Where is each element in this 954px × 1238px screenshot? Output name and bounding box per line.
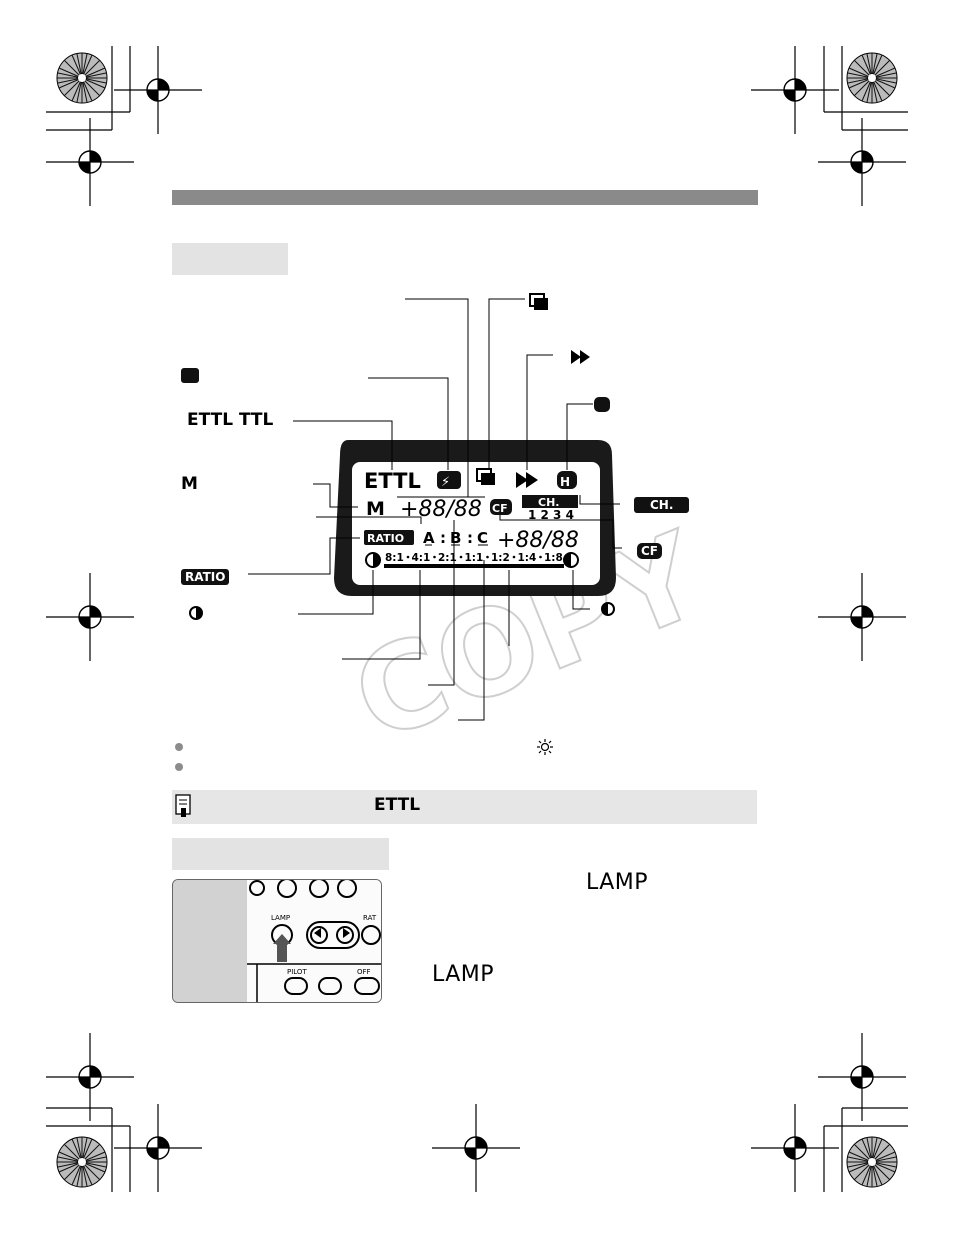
ratio-scale-label: 1:1 [465, 552, 484, 564]
note-icon [175, 794, 191, 817]
ratio-scale-label: 8:1 [385, 552, 404, 564]
light-icon [537, 739, 553, 755]
lamp-button-photo: LAMP PILOT RAT OFF [172, 879, 382, 1003]
lcd-ch-digits: 1 2 3 4 [528, 508, 574, 522]
header-bar [172, 190, 758, 205]
svg-text:⚡: ⚡ [441, 475, 450, 490]
lcd-a: A [423, 529, 435, 547]
photo-rat-label: RAT [363, 914, 377, 922]
lcd-digits-top: +88/88 [400, 497, 482, 522]
lcd-cf: CF [492, 502, 508, 515]
lcd-m: M [366, 498, 385, 520]
svg-text:H: H [560, 475, 570, 489]
label-m: M [181, 474, 198, 494]
ratio-scale-dot [539, 555, 542, 559]
photo-pilot-label: PILOT [287, 968, 307, 976]
ratio-scale-label: 1:4 [518, 552, 537, 564]
lcd-colon-2: : [467, 529, 473, 547]
photo-lamp-label: LAMP [271, 914, 290, 922]
note-ettl: ETTL [374, 795, 421, 815]
lcd-ratio: RATIO [367, 532, 404, 545]
photo-off-label: OFF [357, 968, 371, 976]
note-bar: ETTL [172, 790, 757, 824]
lcd-b: B [450, 529, 461, 547]
lcd-ch: CH. [538, 496, 559, 509]
ratio-scale-label: 4:1 [412, 552, 431, 564]
ratio-scale-label: 2:1 [438, 552, 457, 564]
ratio-scale-dot [406, 555, 410, 559]
lcd-c: C [477, 529, 488, 547]
label-ch: CH. [634, 494, 690, 513]
bullet-2 [175, 763, 183, 771]
ratio-scale-label: 1:8 [544, 552, 563, 564]
lamp-text-2: LAMP [432, 962, 495, 987]
lcd-ettl: ETTL [364, 469, 421, 493]
lcd-digits-bottom: +88/88 [497, 528, 579, 553]
label-ratio: RATIO [181, 566, 230, 585]
ratio-scale-dot [486, 555, 489, 559]
ratio-scale-dot [459, 555, 463, 559]
lcd-colon-1: : [440, 529, 446, 547]
ratio-scale-label: 1:2 [491, 552, 510, 564]
label-cf: CF [637, 540, 663, 559]
lamp-text-1: LAMP [586, 870, 649, 895]
bullet-1 [175, 743, 183, 751]
label-ettl-ttl: ETTL TTL [187, 410, 274, 430]
ratio-scale: 8:1 4:1 2:1 1:1 1:2 1:4 1:8 [385, 552, 563, 564]
section-tab-top [172, 243, 288, 275]
ratio-scale-dot [512, 555, 516, 559]
section-tab-bottom [172, 838, 389, 870]
ratio-scale-dot [433, 555, 436, 559]
